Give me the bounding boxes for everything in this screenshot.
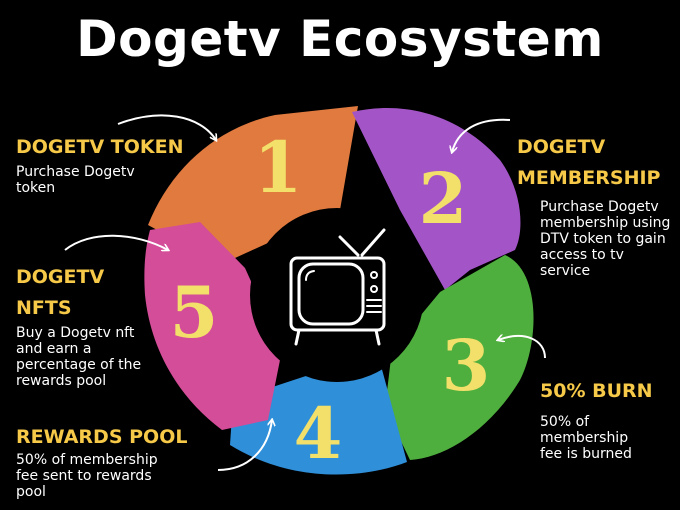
step-2-heading: DOGETV MEMBERSHIP [517,136,661,189]
step-number-3: 3 [442,324,491,407]
step-1-heading: DOGETV TOKEN [16,136,184,158]
step-5-heading: DOGETV NFTS [16,266,105,319]
step-3-heading: 50% BURN [540,380,653,402]
step-number-5: 5 [170,271,219,354]
step-number-4: 4 [294,392,343,475]
step-3-description: 50% of membership fee is burned [540,414,632,462]
arrow-5 [64,234,168,250]
step-1-description: Purchase Dogetv token [16,164,135,196]
arrow-1 [117,114,216,140]
arrow-2 [452,118,511,152]
segment-2 [352,108,521,291]
step-number-2: 2 [419,157,468,240]
step-2-description: Purchase Dogetv membership using DTV tok… [540,199,671,279]
step-5-description: Buy a Dogetv nft and earn a percentage o… [16,325,142,389]
center-hub [250,208,424,382]
arrow-3 [498,336,546,359]
step-4-description: 50% of membership fee sent to rewards po… [16,452,158,500]
page-title: Dogetv Ecosystem [76,10,604,68]
arrow-4 [217,420,272,471]
step-number-1: 1 [254,126,303,209]
segment-4 [230,362,407,475]
segment-3 [385,255,534,460]
step-4-heading: REWARDS POOL [16,426,188,448]
tv-icon [289,228,386,346]
segment-5 [144,222,282,430]
